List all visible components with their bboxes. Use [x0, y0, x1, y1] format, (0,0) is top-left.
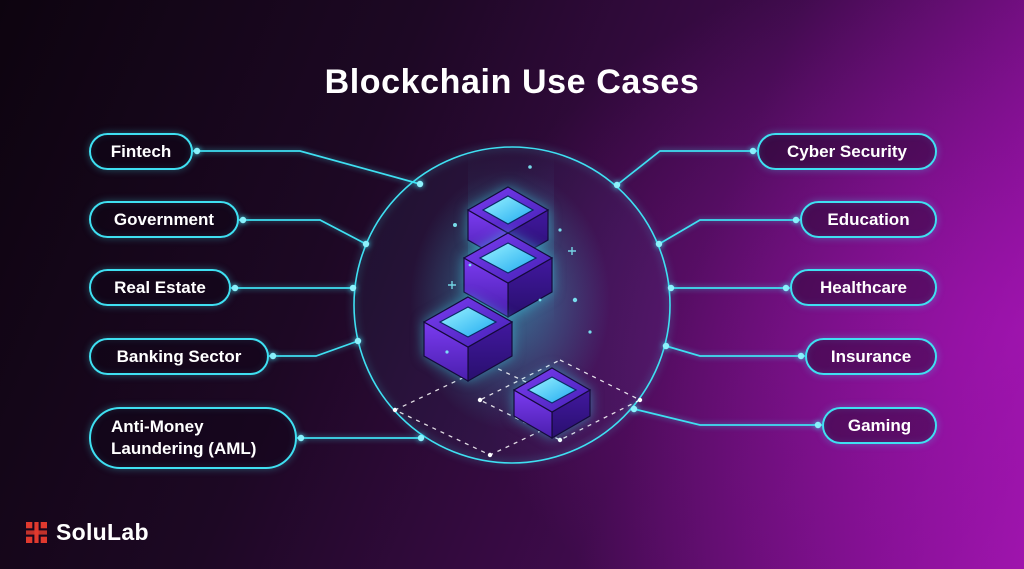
use-case-pill-healthcare: Healthcare — [790, 269, 937, 306]
use-case-pill-government: Government — [89, 201, 239, 238]
center-circle — [353, 146, 671, 464]
use-case-pill-gaming: Gaming — [822, 407, 937, 444]
use-case-pill-cyber-security: Cyber Security — [757, 133, 937, 170]
use-case-pill-education: Education — [800, 201, 937, 238]
blockchain-cubes-icon — [392, 150, 643, 458]
connector-dots — [193, 147, 822, 442]
use-case-label: Government — [113, 209, 215, 229]
use-case-label: Insurance — [830, 346, 912, 366]
solulab-logo-text: SoluLab — [56, 519, 149, 545]
use-case-label: Banking Sector — [116, 346, 242, 366]
use-case-label: Real Estate — [114, 277, 206, 297]
use-case-pill-aml: Anti-Money Laundering (AML) — [89, 407, 297, 469]
use-case-label: Anti-Money Laundering (AML) — [111, 416, 257, 458]
connector-line-banking — [269, 340, 359, 357]
connector-line-cyber-security — [616, 150, 757, 186]
connector-line-government — [239, 219, 367, 245]
page-title: Blockchain Use Cases — [324, 62, 700, 101]
use-case-pill-real-estate: Real Estate — [89, 269, 231, 306]
connector-line-gaming — [633, 408, 822, 426]
use-case-label: Cyber Security — [787, 141, 907, 161]
use-case-pill-fintech: Fintech — [89, 133, 193, 170]
connector-line-insurance — [665, 345, 805, 357]
connector-lines — [193, 150, 822, 439]
use-case-pill-banking-sector: Banking Sector — [89, 338, 269, 375]
solulab-logo: SoluLab — [26, 519, 149, 546]
connector-line-fintech — [193, 150, 421, 185]
connector-line-education — [658, 219, 800, 245]
use-case-label: Healthcare — [820, 277, 907, 297]
solulab-logo-icon — [26, 522, 47, 543]
use-case-pill-insurance: Insurance — [805, 338, 937, 375]
use-case-label: Gaming — [847, 415, 912, 435]
use-case-label: Fintech — [110, 141, 172, 161]
use-case-label: Education — [827, 209, 910, 229]
